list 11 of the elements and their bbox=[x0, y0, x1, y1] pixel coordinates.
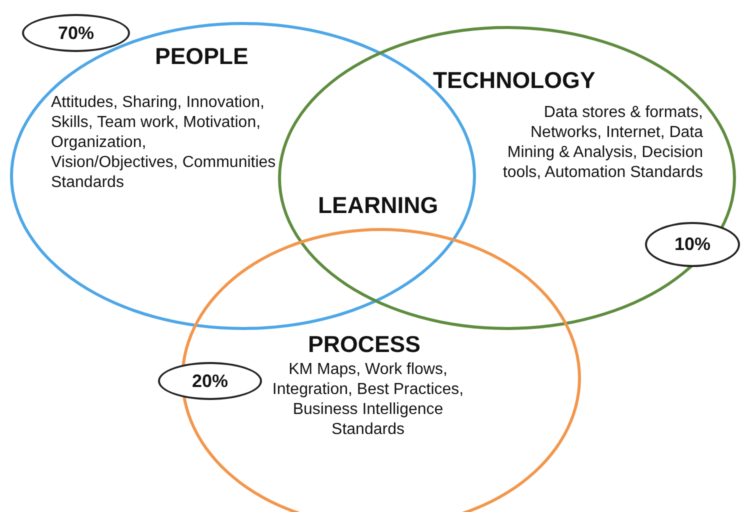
percentage-label: 20% bbox=[192, 370, 228, 392]
item-list: KM Maps, Work flows, Integration, Best Practices, Business Intelligence Standards bbox=[258, 360, 478, 440]
item-list: Attitudes, Sharing, Innovation, Skills, Team work, Motivation, Organization, Vision/Objectives, Communities Standards bbox=[51, 93, 276, 193]
circle-title: TECHNOLOGY bbox=[433, 67, 596, 94]
percentage-label: 70% bbox=[58, 22, 94, 44]
circle-title: PEOPLE bbox=[155, 43, 248, 70]
item-list: Data stores & formats, Networks, Internet, Data Mining & Analysis, Decision tools, Automation Standards bbox=[481, 103, 703, 183]
circle-title: PROCESS bbox=[308, 331, 420, 358]
overlap-label: LEARNING bbox=[318, 192, 438, 219]
percentage-label: 10% bbox=[674, 234, 711, 255]
percentage-oval bbox=[22, 14, 130, 52]
